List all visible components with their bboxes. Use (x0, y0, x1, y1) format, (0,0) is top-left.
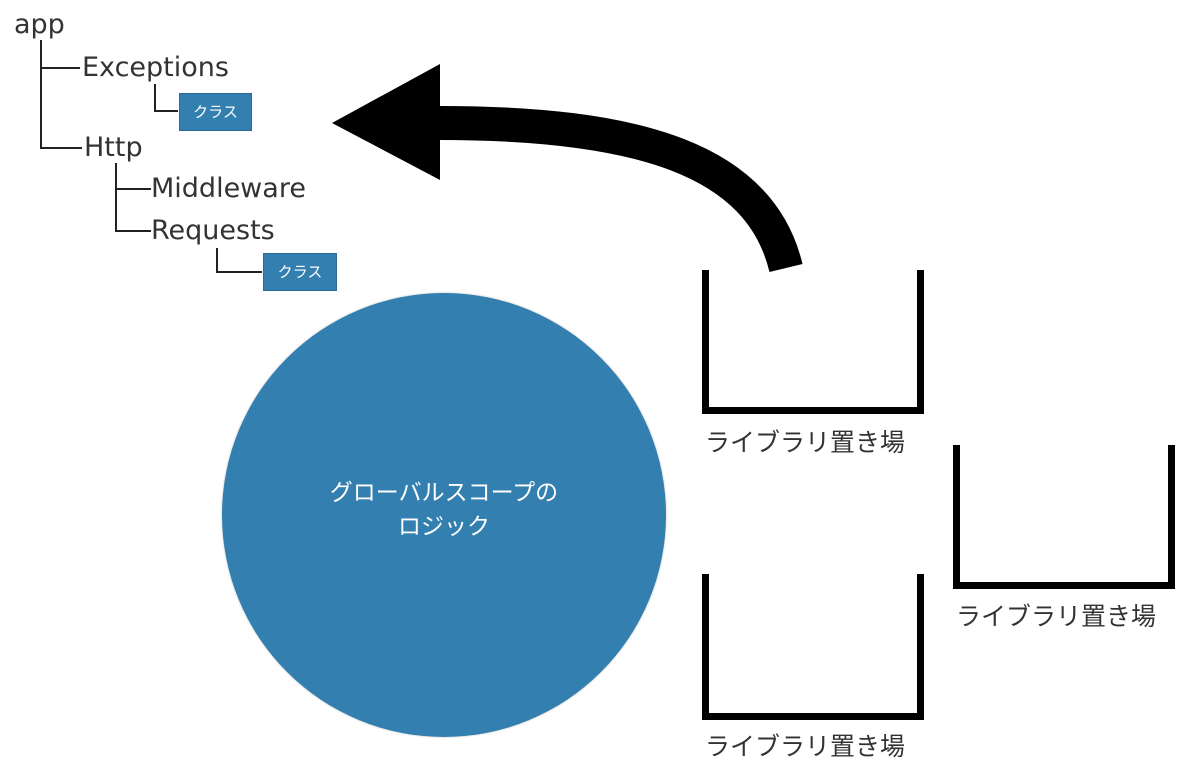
tree-node-exceptions: Exceptions (82, 52, 229, 83)
tree-connector-http-vertical (115, 163, 117, 231)
tree-node-http: Http (84, 132, 143, 163)
library-bucket-right (953, 445, 1175, 589)
tree-connector-exceptions (40, 67, 80, 69)
global-scope-label: グローバルスコープの ロジック (222, 476, 666, 544)
library-bucket-bottom (702, 574, 924, 720)
global-scope-label-line1: グローバルスコープの (329, 480, 559, 506)
library-bucket-right-label: ライブラリ置き場 (956, 602, 1157, 631)
tree-connector-app-vertical (40, 40, 42, 148)
tree-connector-requests (115, 230, 151, 232)
library-bucket-bottom-label: ライブラリ置き場 (705, 732, 906, 761)
tree-node-requests: Requests (151, 215, 275, 246)
global-scope-label-line2: ロジック (398, 514, 490, 540)
tree-root-app: app (14, 9, 65, 40)
library-bucket-top (702, 270, 924, 414)
tree-node-middleware: Middleware (151, 173, 306, 204)
global-scope-circle (222, 293, 666, 737)
tree-connector-exceptions-class (154, 110, 178, 112)
library-bucket-top-label: ライブラリ置き場 (705, 428, 906, 457)
tree-connector-middleware (115, 188, 151, 190)
arrow-shaft (431, 105, 803, 273)
tree-connector-http (40, 147, 82, 149)
exceptions-class-box: クラス (179, 93, 252, 131)
arrow-head (332, 64, 440, 180)
tree-connector-exceptions-class-vertical (154, 84, 156, 111)
tree-connector-requests-class (216, 271, 262, 273)
tree-connector-requests-class-vertical (216, 248, 218, 272)
requests-class-box: クラス (263, 253, 337, 291)
